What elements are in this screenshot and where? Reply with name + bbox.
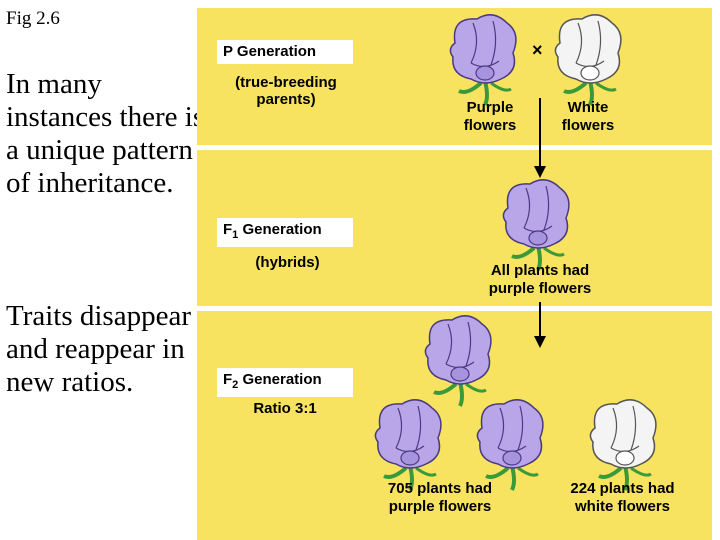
f1-title-subscript: 1 [232,229,239,241]
separator-1 [197,145,712,150]
f1-generation-subtitle: (hybrids) [255,254,320,271]
f2-title-subscript: 2 [232,379,239,391]
f2-generation-subtitle: Ratio 3:1 [253,400,317,417]
figure-label: Fig 2.6 [6,8,60,29]
f2-purple-caption: 705 plants had purple flowers [387,480,493,515]
f1-title-suffix: Generation [238,221,322,238]
f1-caption: All plants had purple flowers [488,262,592,297]
f1-generation-title: F1 Generation [217,218,353,247]
p-generation-subtitle: (true-breeding parents) [235,74,337,108]
arrow-down-icon-1 [534,98,546,178]
cross-symbol: × [532,40,543,60]
f1-title-prefix: F [223,221,233,238]
intro-paragraph: In many instances there is a unique patt… [6,68,205,199]
separator-2 [197,306,712,311]
p-generation-title: P Generation [217,40,353,64]
f2-title-prefix: F [223,371,233,388]
traits-paragraph: Traits disappear and reappear in new rat… [6,300,191,398]
purple-flowers-caption: Purple flowers [463,99,517,134]
f2-white-caption: 224 plants had white flowers [570,480,675,515]
f2-title-suffix: Generation [238,371,322,388]
arrow-down-icon-2 [534,302,546,348]
f2-generation-title: F2 Generation [217,368,353,397]
inheritance-diagram [197,8,712,540]
white-flowers-caption: White flowers [561,99,615,134]
